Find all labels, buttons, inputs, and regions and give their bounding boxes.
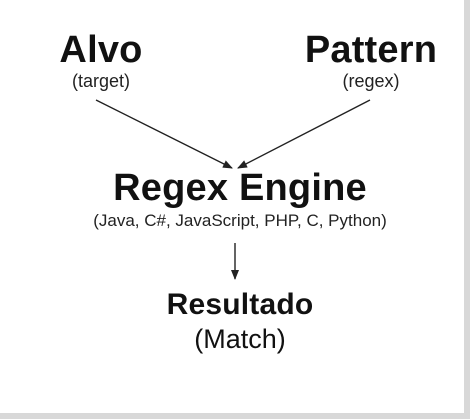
engine-subtitle: (Java, C#, JavaScript, PHP, C, Python)	[93, 211, 387, 230]
pattern-title: Pattern	[304, 29, 438, 71]
pattern-subtitle: (regex)	[342, 71, 400, 91]
node-regex-engine: Regex Engine (Java, C#, JavaScript, PHP,…	[60, 169, 420, 231]
frame-edge-right	[464, 0, 470, 419]
frame-edge-bottom	[0, 413, 470, 419]
alvo-subtitle: (target)	[71, 71, 131, 91]
alvo-title: Alvo	[59, 29, 143, 71]
engine-title: Regex Engine	[113, 167, 367, 209]
result-title: Resultado	[166, 288, 314, 321]
result-subtitle: (Match)	[194, 324, 286, 354]
node-alvo: Alvo (target)	[36, 31, 166, 91]
node-pattern: Pattern (regex)	[296, 31, 446, 91]
arrow-alvo-to-engine	[95, 99, 233, 169]
arrow-pattern-to-engine	[237, 99, 371, 169]
node-resultado: Resultado (Match)	[110, 288, 370, 355]
